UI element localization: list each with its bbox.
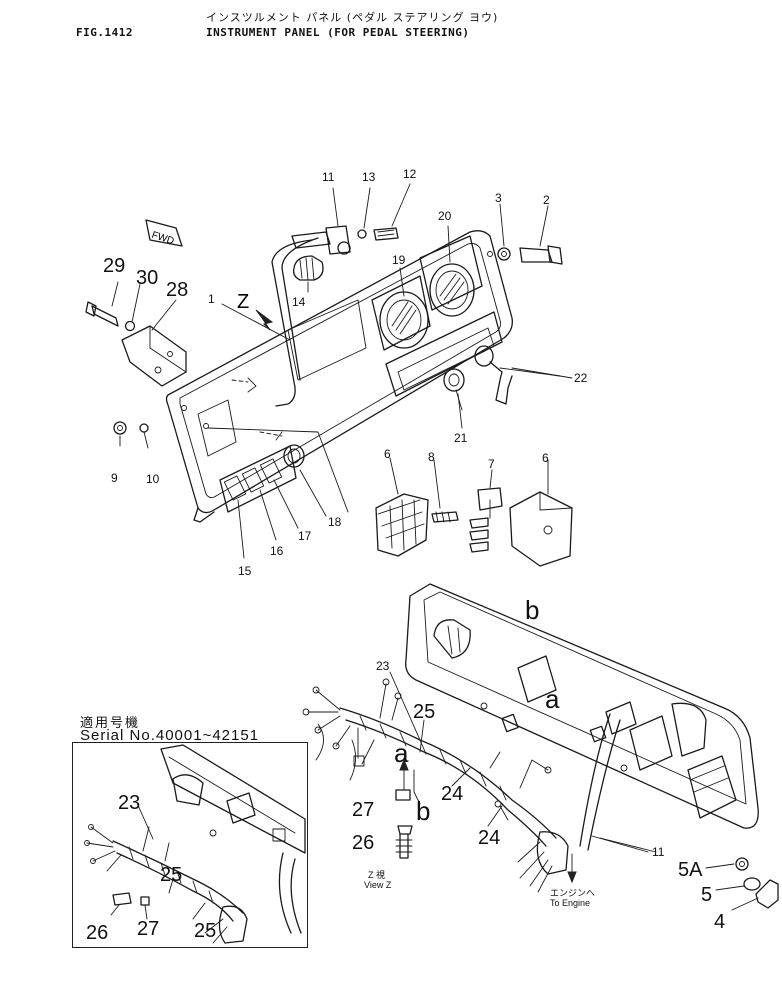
- callout-12: 12: [403, 167, 417, 181]
- fwd-tag: FWD: [145, 219, 183, 248]
- callout-3: 3: [495, 191, 502, 205]
- inset-callout-25-lower: 25: [194, 920, 217, 942]
- callout-1: 1: [208, 292, 215, 306]
- callout-27: 27: [352, 799, 375, 821]
- callout-28: 28: [166, 279, 189, 301]
- callout-5A: 5A: [678, 859, 703, 881]
- callout-7: 7: [488, 457, 495, 471]
- callout-6-cover: 6: [542, 451, 549, 465]
- callout-16: 16: [270, 544, 284, 558]
- instrument-panel: [165, 230, 513, 523]
- callout-5: 5: [701, 884, 713, 906]
- callout-2: 2: [543, 193, 550, 207]
- serial-inset-box: [72, 742, 308, 948]
- callout-8: 8: [428, 450, 435, 464]
- detail-a-label: a: [545, 684, 560, 714]
- title-japanese: インスツルメント パネル (ペダル ステアリング ヨウ): [206, 11, 499, 24]
- callout-22: 22: [574, 371, 588, 385]
- callout-4: 4: [714, 911, 726, 933]
- callout-13: 13: [362, 170, 376, 184]
- callout-15: 15: [238, 564, 252, 578]
- inset-callout-27: 27: [137, 918, 160, 940]
- callout-23: 23: [376, 659, 390, 673]
- callout-17: 17: [298, 529, 312, 543]
- detail-b-label: b: [525, 595, 540, 625]
- view-z-marker: Z: [237, 291, 249, 313]
- callout-20: 20: [438, 209, 452, 223]
- callout-11-lower: 11: [652, 845, 665, 859]
- callout-21: 21: [454, 431, 468, 445]
- view-z-note-jp: Z 視: [368, 870, 385, 880]
- callout-6-fuse-block: 6: [384, 447, 391, 461]
- inset-drawing: [84, 744, 306, 944]
- callout-11: 11: [322, 170, 335, 184]
- inset-callout-26: 26: [86, 922, 109, 944]
- engine-note-en: To Engine: [550, 898, 591, 908]
- view-z-note-en: View Z: [364, 880, 392, 890]
- callout-19: 19: [392, 253, 406, 267]
- fwd-tag-text: FWD: [150, 230, 175, 248]
- cable-11: [271, 239, 313, 407]
- engine-note-jp: エンジンへ: [550, 888, 596, 898]
- figure-number: FIG.1412: [76, 26, 133, 39]
- wiring-harness-23: [302, 678, 569, 893]
- callout-29: 29: [103, 255, 126, 277]
- callout-24-upper: 24: [441, 783, 464, 805]
- callout-24-lower: 24: [478, 827, 501, 849]
- detail-a-label-harness: a: [394, 738, 409, 768]
- callout-10: 10: [146, 472, 160, 486]
- callout-26: 26: [352, 832, 375, 854]
- inset-callout-25-upper: 25: [160, 864, 183, 886]
- panel-rear-view: [405, 583, 759, 829]
- callout-30: 30: [136, 267, 159, 289]
- serial-number-range: Serial No.40001~42151: [80, 727, 260, 744]
- detail-b-label-harness: b: [416, 796, 431, 826]
- inset-callout-23: 23: [118, 792, 141, 814]
- callout-18: 18: [328, 515, 342, 529]
- title-english: INSTRUMENT PANEL (FOR PEDAL STEERING): [206, 26, 470, 39]
- view-z-arrow: Z: [237, 291, 274, 331]
- callout-25: 25: [413, 701, 436, 723]
- callout-14: 14: [292, 295, 306, 309]
- callout-9: 9: [111, 471, 118, 485]
- serial-label-japanese: 適用号機: [80, 716, 141, 731]
